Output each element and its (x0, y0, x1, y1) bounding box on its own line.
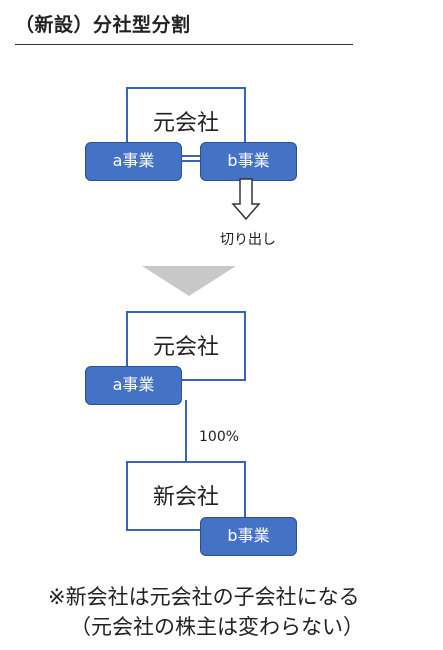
new-company-label: 新会社 (152, 485, 219, 510)
business-a-box-before: a事業 (85, 142, 182, 181)
ownership-connector (185, 400, 187, 462)
spinoff-label: 切り出し (220, 232, 276, 248)
business-b-box-after: b事業 (200, 517, 297, 556)
note-line-1: ※新会社は元会社の子会社になる (48, 585, 360, 609)
ownership-percentage: 100% (199, 429, 240, 445)
business-a-box-after: a事業 (85, 366, 182, 405)
note-line-2: （元会社の株主は変わらない） (70, 615, 364, 639)
business-b-box-before: b事業 (200, 142, 297, 181)
new-company-box: 新会社 (126, 461, 246, 531)
business-connector-before (178, 160, 202, 162)
spinoff-down-arrow-icon (231, 178, 261, 221)
transition-arrow-icon (142, 266, 236, 296)
title-underline (15, 44, 353, 45)
original-company-label-after: 元会社 (152, 335, 219, 360)
page-title: （新設）分社型分割 (15, 14, 191, 36)
original-company-label-before: 元会社 (152, 111, 219, 136)
